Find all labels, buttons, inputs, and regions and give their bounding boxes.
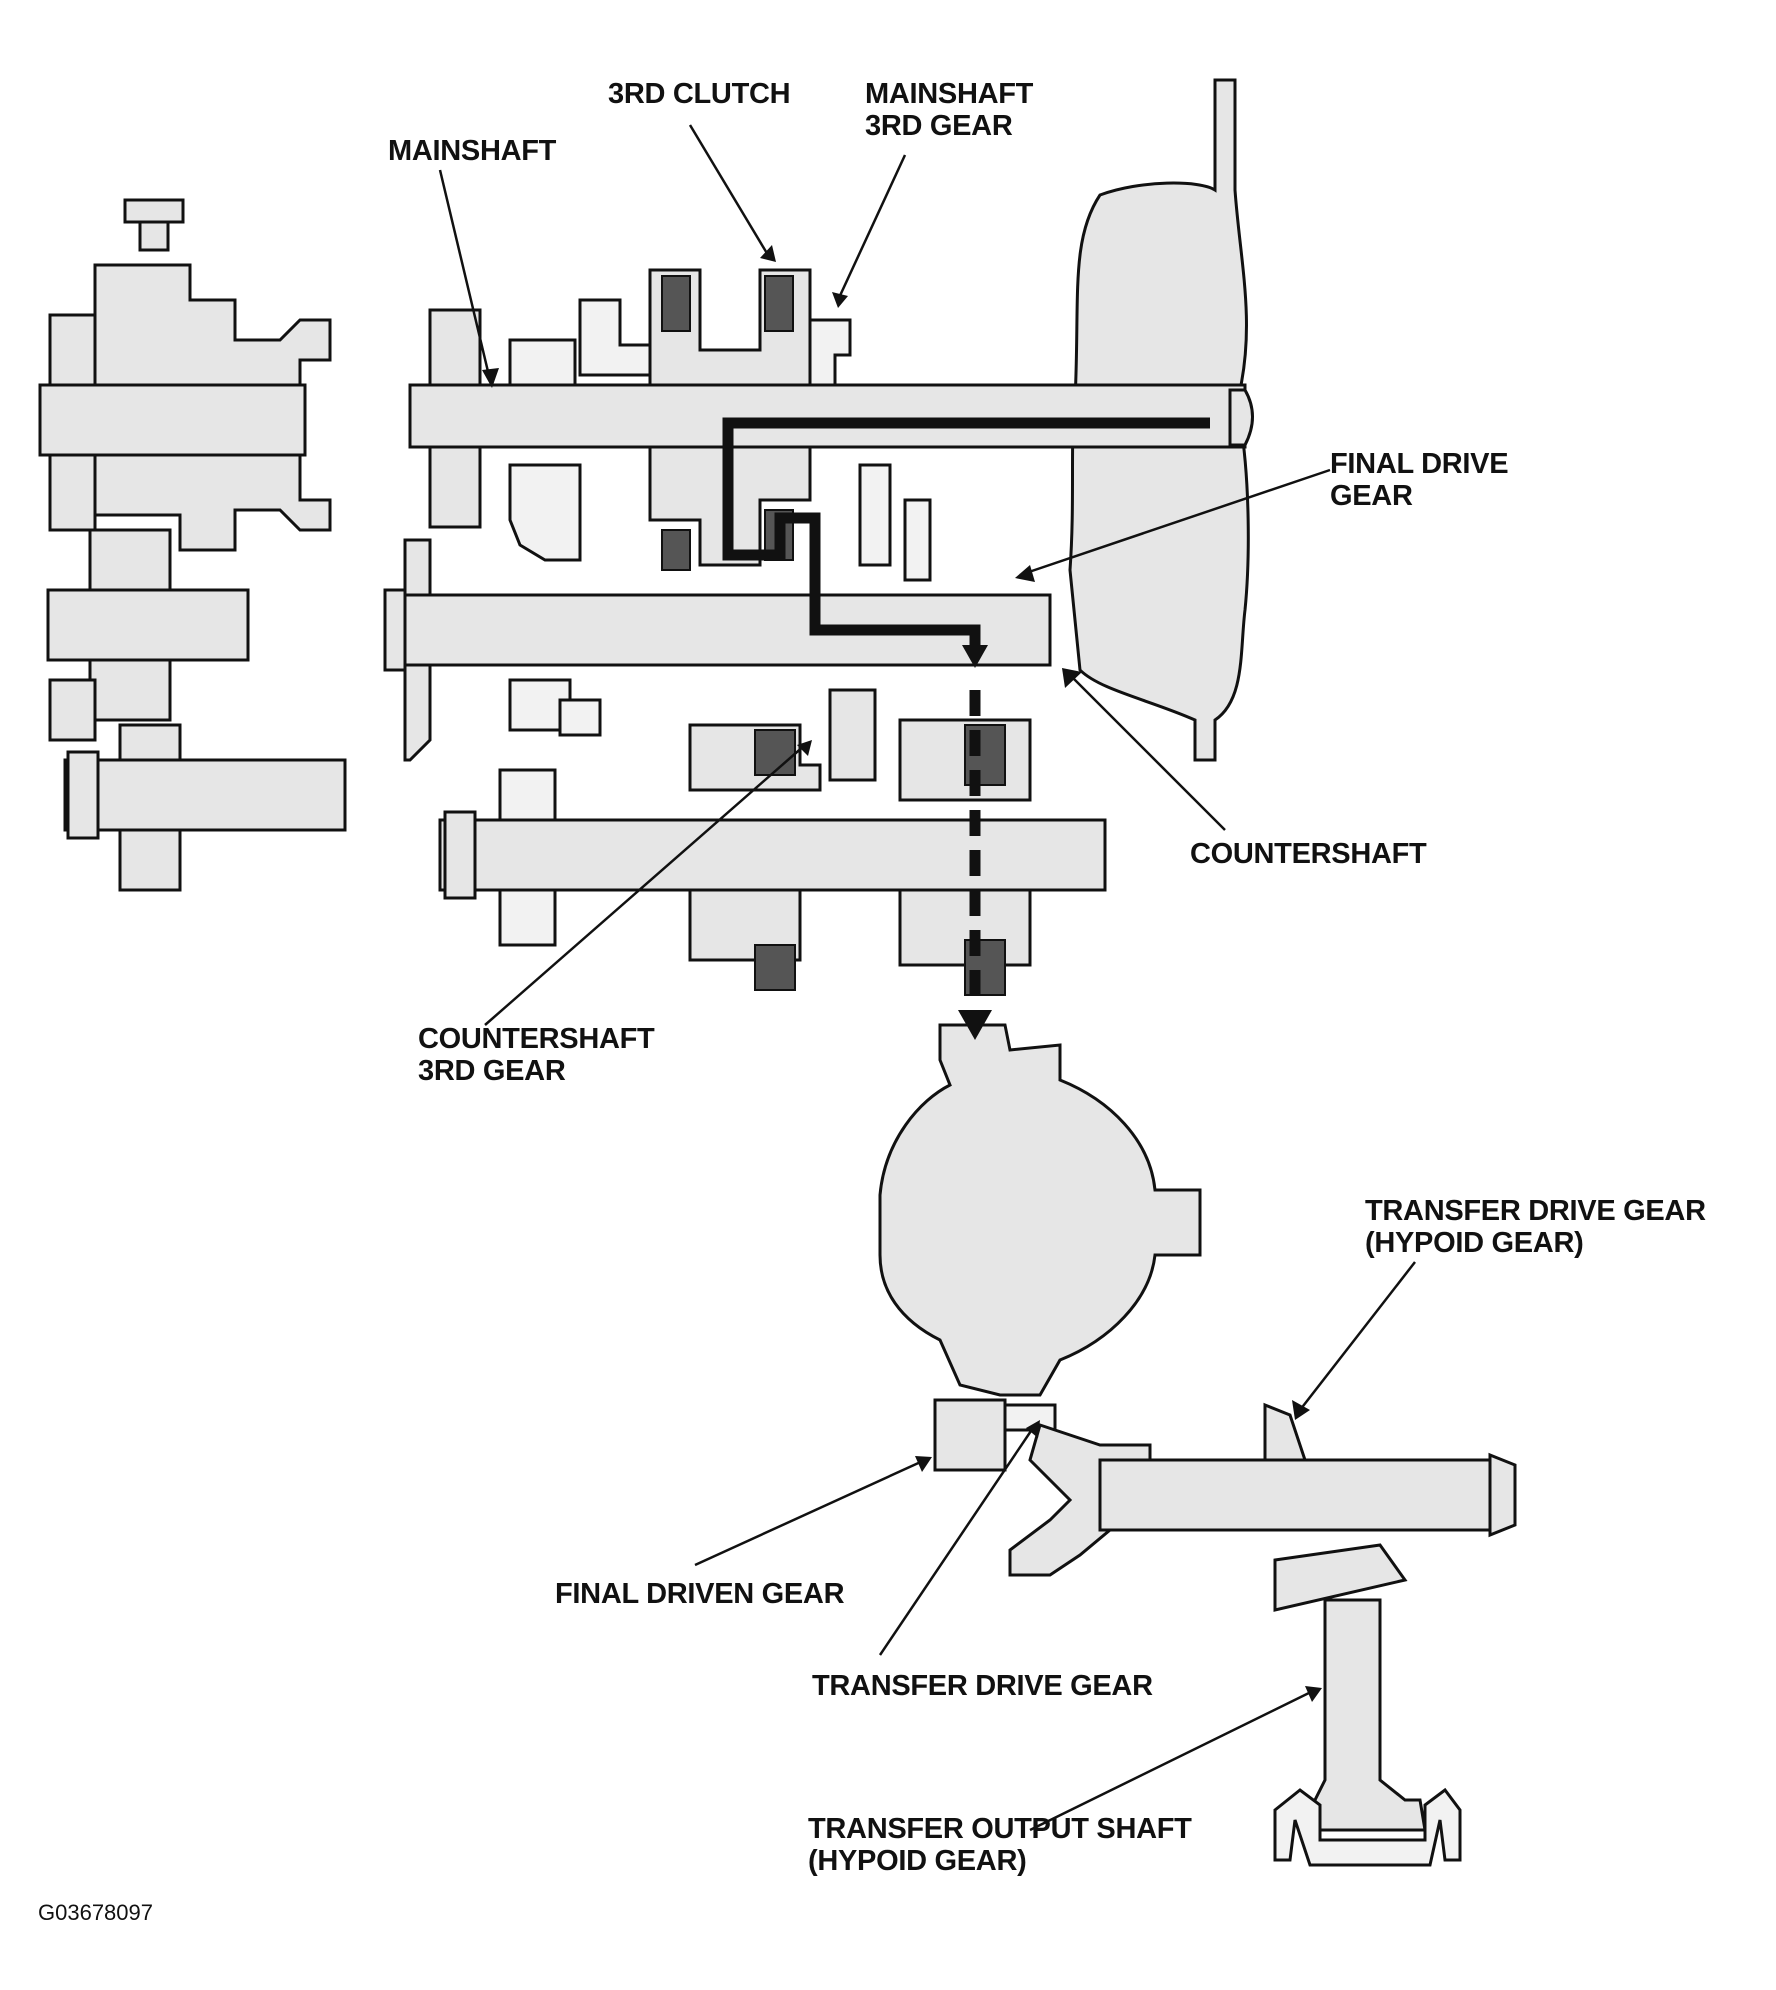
transfer-assembly bbox=[1098, 1402, 1517, 1867]
third-clutch-plates-lower bbox=[661, 529, 691, 571]
left-gear-hub bbox=[88, 528, 172, 592]
left-bottom-gear bbox=[118, 723, 182, 762]
label-mainshaft: MAINSHAFT bbox=[388, 135, 557, 167]
label-final-driven-gear: FINAL DRIVEN GEAR bbox=[555, 1578, 845, 1610]
left-upper-gear-stack bbox=[93, 263, 332, 387]
leader-final-drive-gear-head bbox=[1015, 565, 1035, 582]
label-countershaft: COUNTERSHAFT bbox=[1190, 838, 1427, 870]
left-third-shaft bbox=[63, 758, 347, 832]
mainshaft bbox=[408, 383, 1247, 449]
transfer-shaft-cap bbox=[1488, 1452, 1517, 1538]
third-clutch-plates-upper-right bbox=[764, 275, 794, 332]
left-gear-small bbox=[48, 313, 97, 392]
power-flow-arrow-1 bbox=[962, 645, 988, 668]
mainshaft-third-gear bbox=[808, 318, 852, 387]
label-transfer-drive-gear-hypoid-line1: TRANSFER DRIVE GEAR bbox=[1365, 1195, 1706, 1227]
leader-transfer-drive-hypoid-head bbox=[1292, 1400, 1310, 1420]
leader-countershaft bbox=[1069, 674, 1226, 831]
transfer-output-hypoid-gear bbox=[1273, 1543, 1408, 1612]
leader-mainshaft-third-gear bbox=[836, 154, 907, 301]
mainshaft-gear-lower-2 bbox=[508, 463, 582, 562]
mainshaft-gear-2 bbox=[508, 338, 577, 387]
left-middle-gear-stack bbox=[93, 453, 332, 552]
leader-countershaft-head bbox=[1062, 668, 1082, 688]
leader-transfer-output-shaft bbox=[1029, 1688, 1316, 1832]
label-final-drive-gear-line1: FINAL DRIVE bbox=[1330, 448, 1509, 480]
left-gear-under-small bbox=[48, 678, 97, 742]
mainshaft-left-gear-lower bbox=[428, 445, 482, 529]
countershaft-left-flange-low bbox=[403, 663, 432, 762]
left-mainshaft bbox=[38, 383, 307, 457]
label-transfer-output-shaft-line2: (HYPOID GEAR) bbox=[808, 1845, 1027, 1877]
label-mainshaft-third-gear-line2: 3RD GEAR bbox=[865, 110, 1013, 142]
left-gear-set bbox=[38, 198, 347, 892]
leader-mainshaft bbox=[438, 169, 492, 381]
power-flow-arrow-2 bbox=[958, 1010, 992, 1040]
idler-gear-post-2 bbox=[903, 498, 932, 582]
leader-countershaft-third-gear-head bbox=[797, 740, 812, 756]
label-transfer-output-shaft-line1: TRANSFER OUTPUT SHAFT bbox=[808, 1813, 1192, 1845]
label-countershaft-third-gear-line1: COUNTERSHAFT bbox=[418, 1023, 655, 1055]
mainshaft-gear-3 bbox=[578, 298, 662, 377]
countershaft-third-clutch-plates bbox=[754, 729, 796, 776]
power-flow-solid bbox=[722, 417, 1210, 655]
differential bbox=[878, 1023, 1202, 1577]
leader-third-clutch-head bbox=[760, 245, 776, 262]
transfer-drive-hypoid-gear bbox=[1263, 1402, 1308, 1462]
leader-mainshaft-third-gear-head bbox=[832, 292, 848, 308]
leader-third-clutch bbox=[688, 124, 770, 256]
countershaft-left-flange bbox=[403, 538, 432, 597]
left-top-gear-cap bbox=[123, 198, 185, 224]
leader-final-driven-gear bbox=[694, 1458, 926, 1567]
transfer-output-yoke bbox=[1273, 1787, 1462, 1867]
lower-shaft-clutch-lower bbox=[688, 888, 802, 962]
lower-shaft-gear-upper bbox=[498, 768, 557, 822]
label-mainshaft-third-gear-line1: MAINSHAFT bbox=[865, 78, 1034, 110]
label-transfer-drive-gear-hypoid-line2: (HYPOID GEAR) bbox=[1365, 1227, 1584, 1259]
transfer-output-shaft bbox=[1313, 1598, 1427, 1832]
label-third-clutch: 3RD CLUTCH bbox=[608, 78, 791, 110]
final-driven-gear bbox=[933, 1398, 1007, 1472]
differential-case bbox=[878, 1023, 1202, 1397]
countershaft-third-gear bbox=[828, 688, 877, 782]
mainshaft-left-gear bbox=[428, 308, 482, 387]
lower-shaft-cap bbox=[443, 810, 477, 900]
mainshaft-end bbox=[1228, 388, 1254, 447]
idler-gear-post bbox=[858, 463, 892, 567]
left-bottom-gear-low bbox=[118, 828, 182, 892]
transfer-shaft bbox=[1098, 1458, 1497, 1532]
leader-transfer-drive-gear-head bbox=[1026, 1420, 1040, 1438]
left-third-shaft-cap bbox=[66, 750, 100, 840]
countershaft-gear-lower-2 bbox=[558, 698, 602, 737]
left-gear-lower bbox=[48, 453, 97, 532]
leader-final-drive-gear bbox=[1019, 468, 1331, 577]
main-transmission bbox=[383, 78, 1254, 996]
leader-transfer-drive-hypoid bbox=[1299, 1261, 1416, 1411]
leader-transfer-output-shaft-head bbox=[1305, 1686, 1322, 1702]
figure-code: G03678097 bbox=[38, 1900, 153, 1925]
third-clutch-plates-upper-left bbox=[661, 275, 691, 332]
left-gear-under bbox=[88, 658, 172, 722]
lower-shaft bbox=[438, 818, 1107, 892]
countershaft-end-left bbox=[383, 588, 407, 672]
label-final-drive-gear-line2: GEAR bbox=[1330, 480, 1413, 512]
leader-transfer-drive-gear bbox=[878, 1424, 1037, 1656]
countershaft bbox=[383, 593, 1052, 667]
lower-shaft-gear-under bbox=[498, 888, 557, 947]
leader-countershaft-third-gear bbox=[484, 744, 806, 1026]
leader-lines bbox=[438, 124, 1416, 1832]
left-countershaft bbox=[46, 588, 250, 662]
leader-mainshaft-head bbox=[482, 368, 499, 388]
leader-final-driven-gear-head bbox=[915, 1456, 932, 1472]
power-flow-path bbox=[722, 417, 1210, 1040]
label-transfer-drive-gear: TRANSFER DRIVE GEAR bbox=[812, 1670, 1153, 1702]
label-countershaft-third-gear-line2: 3RD GEAR bbox=[418, 1055, 566, 1087]
lower-shaft-clutch-plates-lower bbox=[754, 944, 796, 991]
